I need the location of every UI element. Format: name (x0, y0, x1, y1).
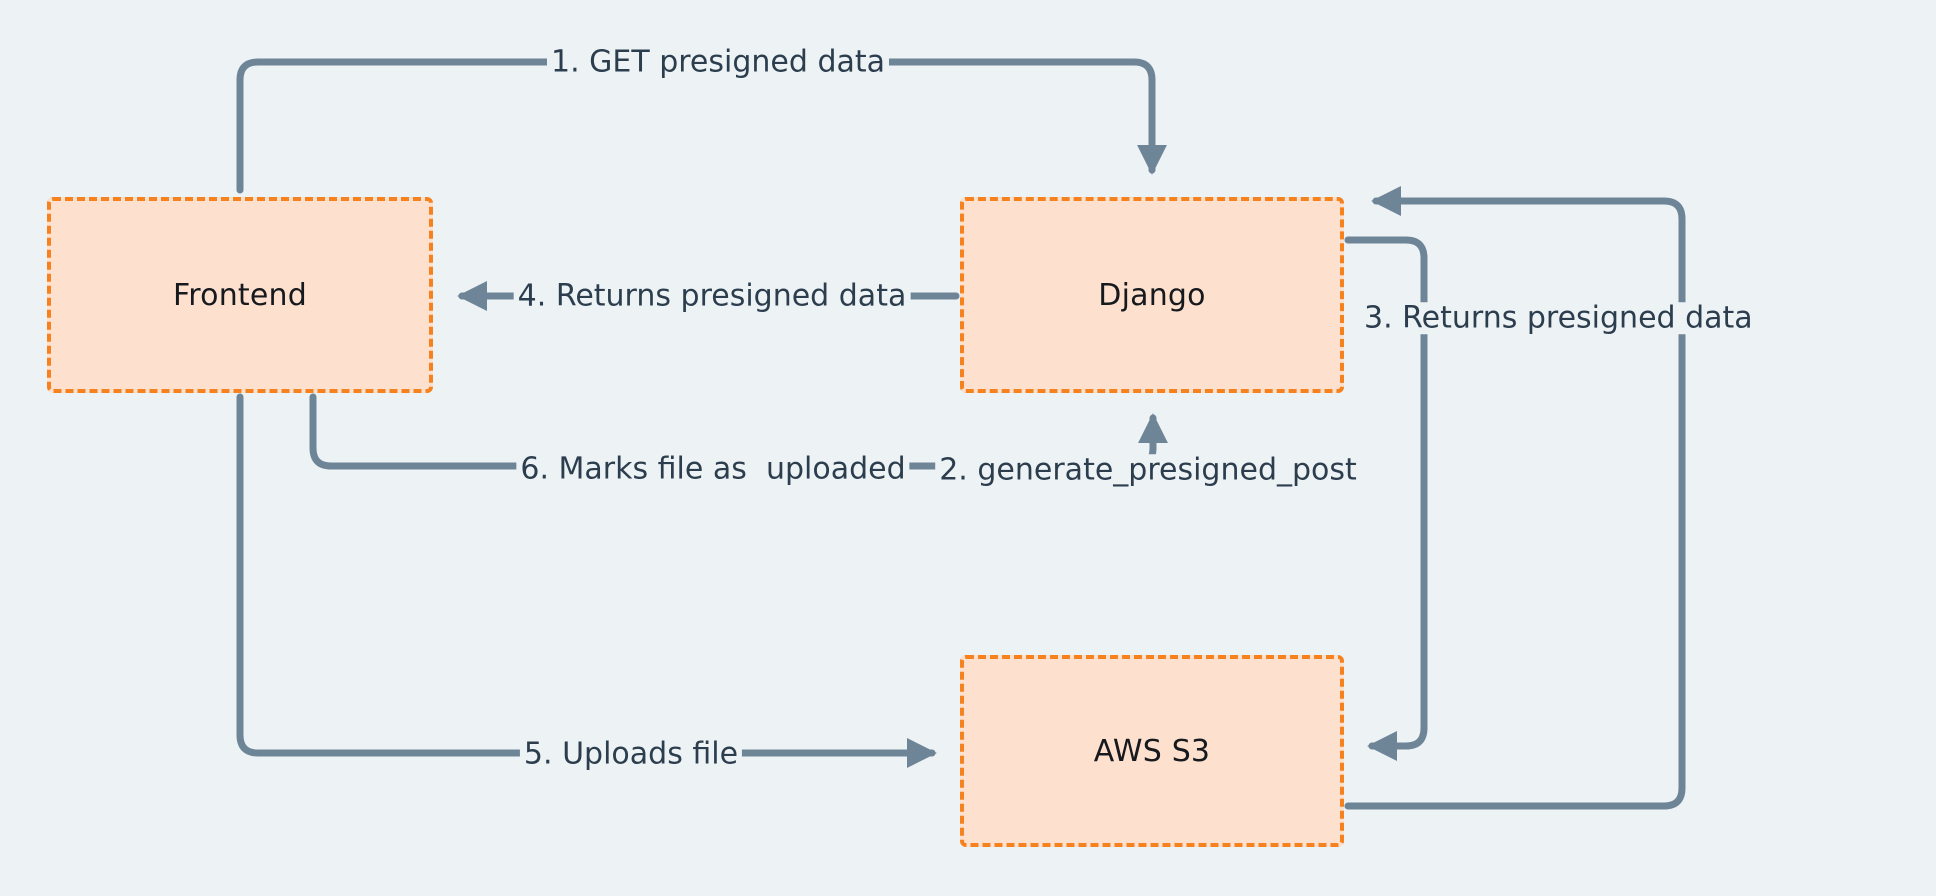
edge-5-path (236, 393, 937, 769)
node-django[interactable]: Django (960, 197, 1344, 393)
edge-label-4: 4. Returns presigned data (513, 280, 911, 312)
edge-3-path (1344, 185, 1686, 810)
edge-label-5: 5. Uploads file (519, 738, 743, 770)
edge-label-6: 6. Marks file as uploaded (516, 453, 910, 485)
edge-label-1: 1. GET presigned data (546, 46, 890, 78)
node-frontend[interactable]: Frontend (47, 197, 433, 393)
edge-2-path (1344, 236, 1428, 762)
edge-label-2: 2. generate_presigned_post (935, 454, 1361, 486)
node-aws-s3[interactable]: AWS S3 (960, 655, 1344, 847)
node-frontend-label: Frontend (173, 277, 307, 313)
node-django-label: Django (1098, 277, 1206, 313)
edge-label-3: 3. Returns presigned data (1360, 302, 1757, 334)
edge-1-path (236, 58, 1168, 194)
node-aws-s3-label: AWS S3 (1093, 733, 1211, 769)
